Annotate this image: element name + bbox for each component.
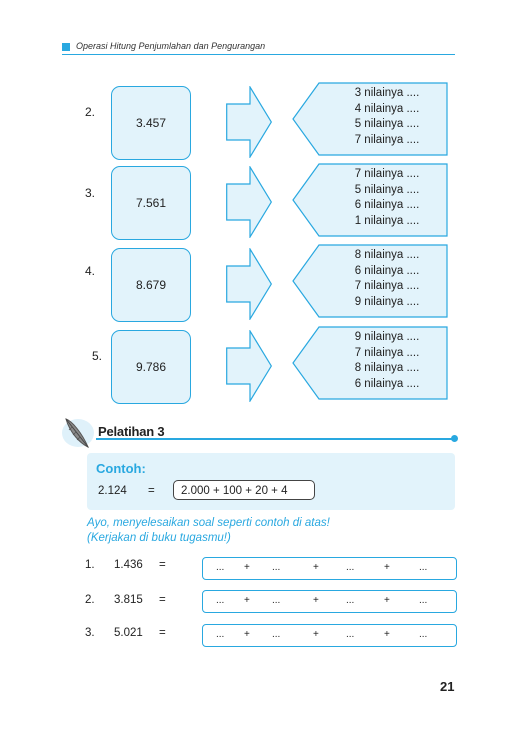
answer-line: 7 nilainya .... <box>354 168 420 180</box>
number-box: 3.457 <box>111 86 191 160</box>
plus-sign: + <box>384 562 390 573</box>
answer-field[interactable]: ... + ... + ... + ... <box>202 557 457 580</box>
arrow-right-icon <box>226 248 272 320</box>
answer-line: 6 nilainya .... <box>354 264 420 277</box>
question-value: 1.436 <box>114 559 143 571</box>
answer-field[interactable]: ... + ... + ... + ... <box>202 590 457 613</box>
number-value: 8.679 <box>135 278 167 292</box>
header-rule <box>62 54 455 55</box>
answer-line: 8 nilainya .... <box>354 249 420 261</box>
answer-panel: 7 nilainya .... 5 nilainya .... 6 nilain… <box>292 163 448 237</box>
number-value: 3.457 <box>135 116 167 130</box>
plus-sign: + <box>313 562 319 573</box>
row-label: 2. <box>85 105 96 119</box>
blank-slot: ... <box>216 562 225 573</box>
example-equals: = <box>148 485 155 497</box>
instruction-line: Ayo, menyelesaikan soal seperti contoh d… <box>87 517 330 529</box>
question-value: 3.815 <box>114 594 143 606</box>
section-rule <box>96 438 454 440</box>
quill-pen-icon <box>62 418 94 449</box>
chapter-title: Operasi Hitung Penjumlahan dan Pengurang… <box>76 41 266 51</box>
answer-line: 6 nilainya .... <box>354 377 420 390</box>
number-value: 7.561 <box>135 196 167 210</box>
section-rule-dot <box>451 435 458 442</box>
answer-line: 1 nilainya .... <box>354 214 420 227</box>
arrow-right-icon <box>226 86 272 158</box>
number-box: 8.679 <box>111 248 191 322</box>
row-label: 5. <box>92 349 103 363</box>
example-label: Contoh: <box>96 461 146 476</box>
section-title: Pelatihan 3 <box>98 424 165 439</box>
question-number: 1. <box>85 559 95 571</box>
answer-line: 3 nilainya .... <box>354 87 420 99</box>
plus-sign: + <box>313 595 319 606</box>
question-number: 2. <box>85 594 95 606</box>
example-number: 2.124 <box>98 485 127 497</box>
question-value: 5.021 <box>114 627 143 639</box>
plus-sign: + <box>313 629 319 640</box>
blank-slot: ... <box>272 562 281 573</box>
plus-sign: + <box>244 629 250 640</box>
answer-panel: 3 nilainya .... 4 nilainya .... 5 nilain… <box>292 82 448 156</box>
question-equals: = <box>159 627 166 639</box>
answer-line: 6 nilainya .... <box>354 199 420 211</box>
arrow-right-icon <box>226 330 272 402</box>
answer-line: 4 nilainya .... <box>354 102 420 115</box>
answer-line: 9 nilainya .... <box>354 295 420 308</box>
header-marker <box>62 43 70 51</box>
plus-sign: + <box>384 595 390 606</box>
number-value: 9.786 <box>135 360 167 374</box>
plus-sign: + <box>244 595 250 606</box>
instructions: Ayo, menyelesaikan soal seperti contoh d… <box>87 516 330 546</box>
answer-line: 9 nilainya .... <box>354 331 420 343</box>
plus-sign: + <box>384 629 390 640</box>
blank-slot: ... <box>419 629 428 640</box>
blank-slot: ... <box>346 595 355 606</box>
answer-line: 5 nilainya .... <box>354 118 420 130</box>
answer-line: 7 nilainya .... <box>354 133 420 146</box>
blank-slot: ... <box>216 595 225 606</box>
blank-slot: ... <box>272 595 281 606</box>
answer-field[interactable]: ... + ... + ... + ... <box>202 624 457 647</box>
blank-slot: ... <box>419 562 428 573</box>
answer-line: 7 nilainya .... <box>354 346 420 359</box>
instruction-line: (Kerjakan di buku tugasmu!) <box>87 532 231 544</box>
blank-slot: ... <box>346 562 355 573</box>
answer-panel: 9 nilainya .... 7 nilainya .... 8 nilain… <box>292 326 448 400</box>
question-equals: = <box>159 594 166 606</box>
answer-panel: 8 nilainya .... 6 nilainya .... 7 nilain… <box>292 244 448 318</box>
question-equals: = <box>159 559 166 571</box>
answer-line: 8 nilainya .... <box>354 362 420 374</box>
arrow-right-icon <box>226 166 272 238</box>
blank-slot: ... <box>346 629 355 640</box>
number-box: 7.561 <box>111 166 191 240</box>
plus-sign: + <box>244 562 250 573</box>
answer-line: 5 nilainya .... <box>354 183 420 196</box>
example-answer: 2.000 + 100 + 20 + 4 <box>173 480 315 500</box>
row-label: 3. <box>85 186 96 200</box>
row-label: 4. <box>85 264 96 278</box>
number-box: 9.786 <box>111 330 191 404</box>
question-number: 3. <box>85 627 95 639</box>
blank-slot: ... <box>272 629 281 640</box>
answer-line: 7 nilainya .... <box>354 280 420 292</box>
blank-slot: ... <box>216 629 225 640</box>
page-number: 21 <box>440 679 455 694</box>
blank-slot: ... <box>419 595 428 606</box>
